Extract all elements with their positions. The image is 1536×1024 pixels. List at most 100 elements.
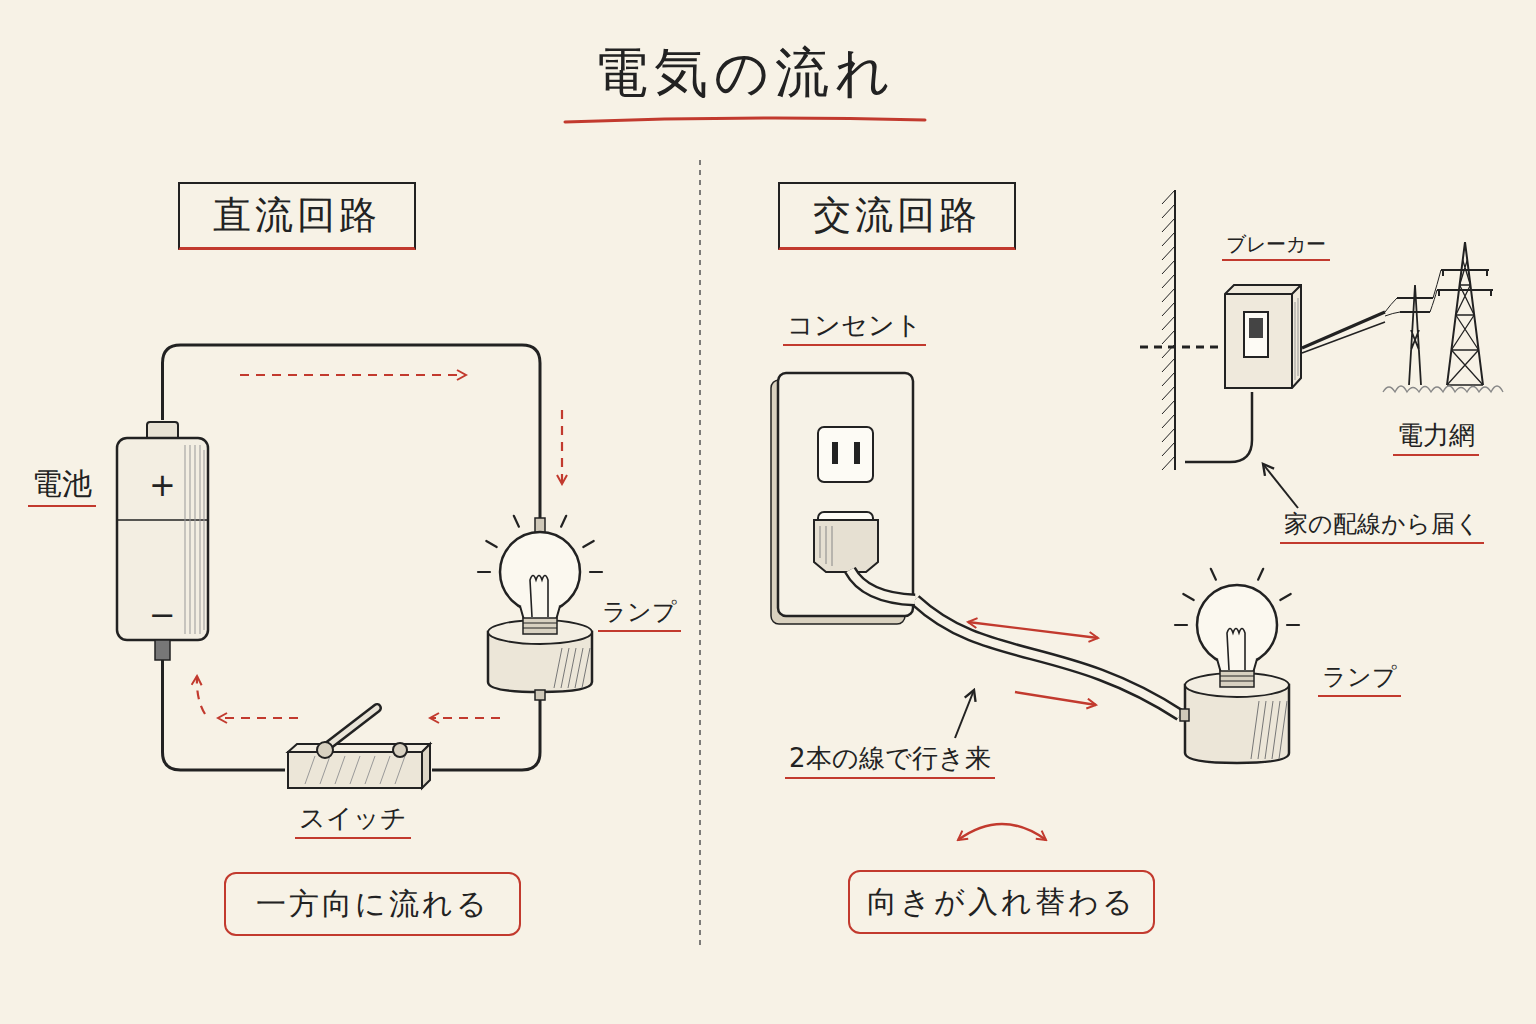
circuit-wire xyxy=(163,345,541,520)
flow-arrow xyxy=(218,717,298,719)
leader-arrow xyxy=(955,690,974,738)
illustration-part xyxy=(288,744,430,752)
illustration-part xyxy=(583,541,593,547)
illustration-part xyxy=(514,516,519,527)
illustration-part xyxy=(832,442,838,464)
illustration-part xyxy=(561,648,569,688)
illustration-part xyxy=(1175,624,1187,626)
wall-hatch xyxy=(1162,190,1175,470)
illustration-part xyxy=(820,526,832,566)
illustration-part xyxy=(117,438,208,640)
illustration-part xyxy=(1251,701,1259,759)
section-header: 交流回路 xyxy=(778,182,1016,250)
note-box: 一方向に流れる xyxy=(224,872,521,936)
illustration-part xyxy=(1279,701,1287,759)
illustration-part xyxy=(1249,318,1263,338)
cable-core xyxy=(915,600,1180,715)
flow-arrow xyxy=(1015,692,1096,705)
wall-line xyxy=(1174,190,1176,470)
illustration-part xyxy=(1220,676,1254,681)
section-header: 直流回路 xyxy=(178,182,416,250)
illustration-part xyxy=(1397,285,1433,385)
power-cable xyxy=(915,600,1180,715)
illustration-part xyxy=(185,445,204,634)
illustration-part xyxy=(1280,594,1290,600)
illustration-part xyxy=(535,690,545,700)
outlet: コンセント xyxy=(770,372,915,625)
illustration-part xyxy=(317,742,333,758)
illustration-part xyxy=(1225,285,1301,388)
illustration-part xyxy=(1220,671,1254,687)
switch: スイッチ xyxy=(285,700,432,795)
wall-feed-dashed xyxy=(1140,346,1222,349)
illustration-part xyxy=(1287,624,1299,626)
title-underline xyxy=(565,118,925,122)
illustration-part xyxy=(1265,701,1273,759)
terminal-sign: + xyxy=(149,466,176,504)
illustration-part xyxy=(1447,350,1483,385)
illustration-part xyxy=(575,648,583,688)
flow-arrow xyxy=(197,676,205,714)
illustration-part xyxy=(486,541,496,547)
breaker-symbol xyxy=(1222,282,1302,392)
illustration-part xyxy=(568,648,576,688)
flow-arrow xyxy=(561,410,563,484)
illustration-part xyxy=(530,576,548,618)
circuit-wire xyxy=(1302,312,1385,348)
swap-arrow xyxy=(958,824,1046,840)
lamp-symbol xyxy=(1180,575,1295,770)
illustration-part xyxy=(1451,315,1478,350)
extra-grid-wire xyxy=(1302,322,1385,353)
illustration-part xyxy=(523,618,557,634)
lamp: ランプ xyxy=(480,520,600,700)
leader-arrow xyxy=(1263,464,1298,508)
note-text: 向きが入れ替わる xyxy=(867,884,1136,920)
illustration-part xyxy=(854,442,860,464)
part-label: ブレーカー xyxy=(1222,232,1330,261)
breaker: ブレーカー xyxy=(1222,282,1302,392)
section-divider xyxy=(699,160,701,950)
lamp-symbol xyxy=(480,520,600,700)
flow-arrow xyxy=(240,374,466,376)
illustration-part xyxy=(1183,594,1193,600)
illustration-part xyxy=(1180,709,1189,721)
part-label: スイッチ xyxy=(295,803,411,839)
note-text: 一方向に流れる xyxy=(256,886,490,922)
illustration-part xyxy=(582,648,590,688)
callout-note: 家の配線から届く xyxy=(1280,510,1484,544)
house-wiring xyxy=(1185,392,1252,462)
illustration-part xyxy=(561,516,566,527)
illustration-part xyxy=(850,570,915,600)
illustration-part xyxy=(1385,270,1441,316)
illustration-part xyxy=(478,571,490,573)
header-text: 直流回路 xyxy=(213,193,381,239)
illustration-part xyxy=(1225,285,1301,388)
tower-symbol xyxy=(1385,240,1505,400)
ac-flow-arrows xyxy=(958,622,1098,840)
illustration-part xyxy=(818,427,873,482)
outlet-symbol xyxy=(770,372,915,625)
diagram-title: 電気の流れ xyxy=(495,38,995,108)
illustration-part xyxy=(554,648,562,688)
illustration-part xyxy=(1447,242,1483,385)
illustration-part xyxy=(155,640,170,660)
illustration-part xyxy=(850,570,915,600)
illustration-part xyxy=(422,744,430,788)
illustration-part xyxy=(590,571,602,573)
part-label: コンセント xyxy=(783,310,926,346)
switch-symbol xyxy=(285,700,432,795)
header-text: 交流回路 xyxy=(813,193,981,239)
flow-arrow xyxy=(430,717,500,719)
part-label: 電力網 xyxy=(1393,420,1479,456)
illustration-part xyxy=(1227,629,1245,671)
note-box: 向きが入れ替わる xyxy=(848,870,1155,934)
part-label: 電池 xyxy=(28,466,96,507)
illustration-part xyxy=(305,756,405,784)
illustration-part xyxy=(117,519,208,521)
lamp: ランプ xyxy=(1180,575,1295,770)
flow-arrow xyxy=(968,622,1098,638)
illustration-part xyxy=(1258,569,1263,580)
illustration-part xyxy=(1460,260,1471,285)
illustration-part xyxy=(1258,701,1266,759)
